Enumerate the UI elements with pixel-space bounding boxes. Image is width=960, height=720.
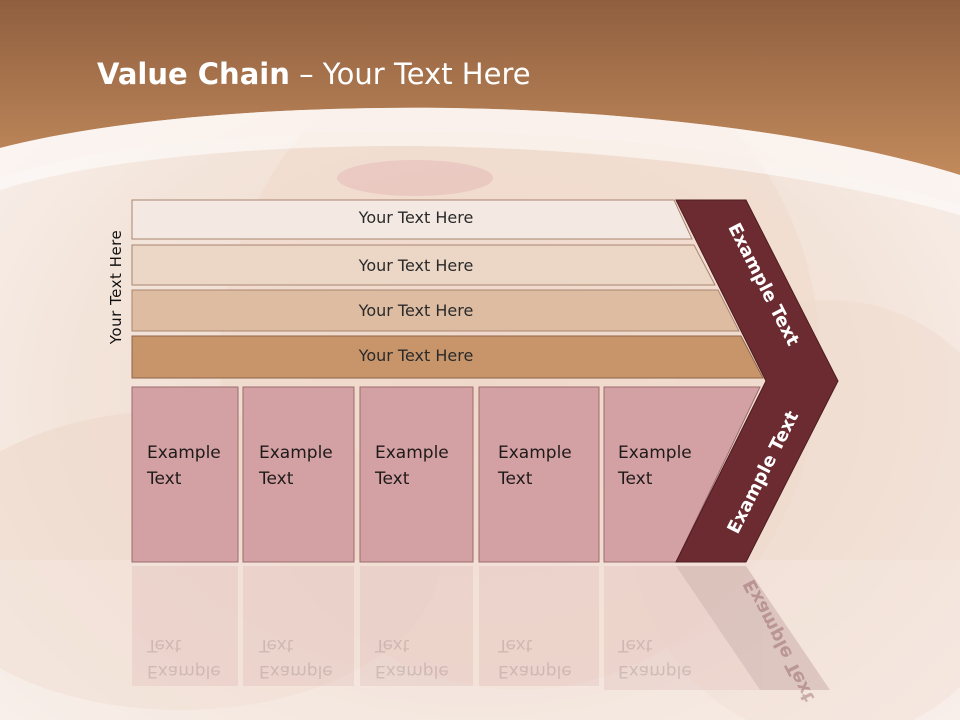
bar-3-label: Your Text Here: [358, 301, 474, 320]
value-chevron: [675, 199, 839, 563]
column-3-label: Example Text: [375, 443, 449, 489]
title-rest: – Your Text Here: [289, 57, 531, 91]
column-reflection: [479, 566, 599, 686]
column-3: [359, 386, 474, 563]
bar-3: [131, 289, 740, 332]
bar-2: [131, 244, 716, 286]
column-5-reflection-label: Example Text: [618, 635, 692, 681]
bar-2-label: Your Text Here: [358, 256, 474, 275]
column-3-reflection-label: Example Text: [375, 635, 449, 681]
column-reflection: [360, 566, 473, 686]
title-bold: Value Chain: [97, 57, 290, 91]
column-4-reflection-label: Example Text: [498, 635, 572, 681]
bar-4-label: Your Text Here: [358, 346, 474, 365]
column-1: [131, 386, 239, 563]
column-1-label: Example Text: [147, 443, 221, 489]
chevron-reflection: [676, 566, 830, 690]
column-4: [478, 386, 600, 563]
reflection-group: [132, 566, 830, 690]
column-4-label: Example Text: [498, 443, 572, 489]
side-label: Your Text Here: [107, 229, 125, 345]
column-1-reflection-label: Example Text: [147, 635, 221, 681]
column-reflection: [243, 566, 354, 686]
column-reflection: [132, 566, 238, 686]
bar-4: [131, 335, 764, 379]
column-2: [242, 386, 355, 563]
column-2-reflection-label: Example Text: [259, 635, 333, 681]
column-reflection: [604, 566, 760, 690]
column-5-label: Example Text: [618, 443, 692, 489]
bar-1: [131, 199, 693, 240]
column-2-label: Example Text: [259, 443, 333, 489]
slide-title: Value Chain – Your Text Here: [97, 54, 531, 94]
bar-1-label: Your Text Here: [358, 208, 474, 227]
